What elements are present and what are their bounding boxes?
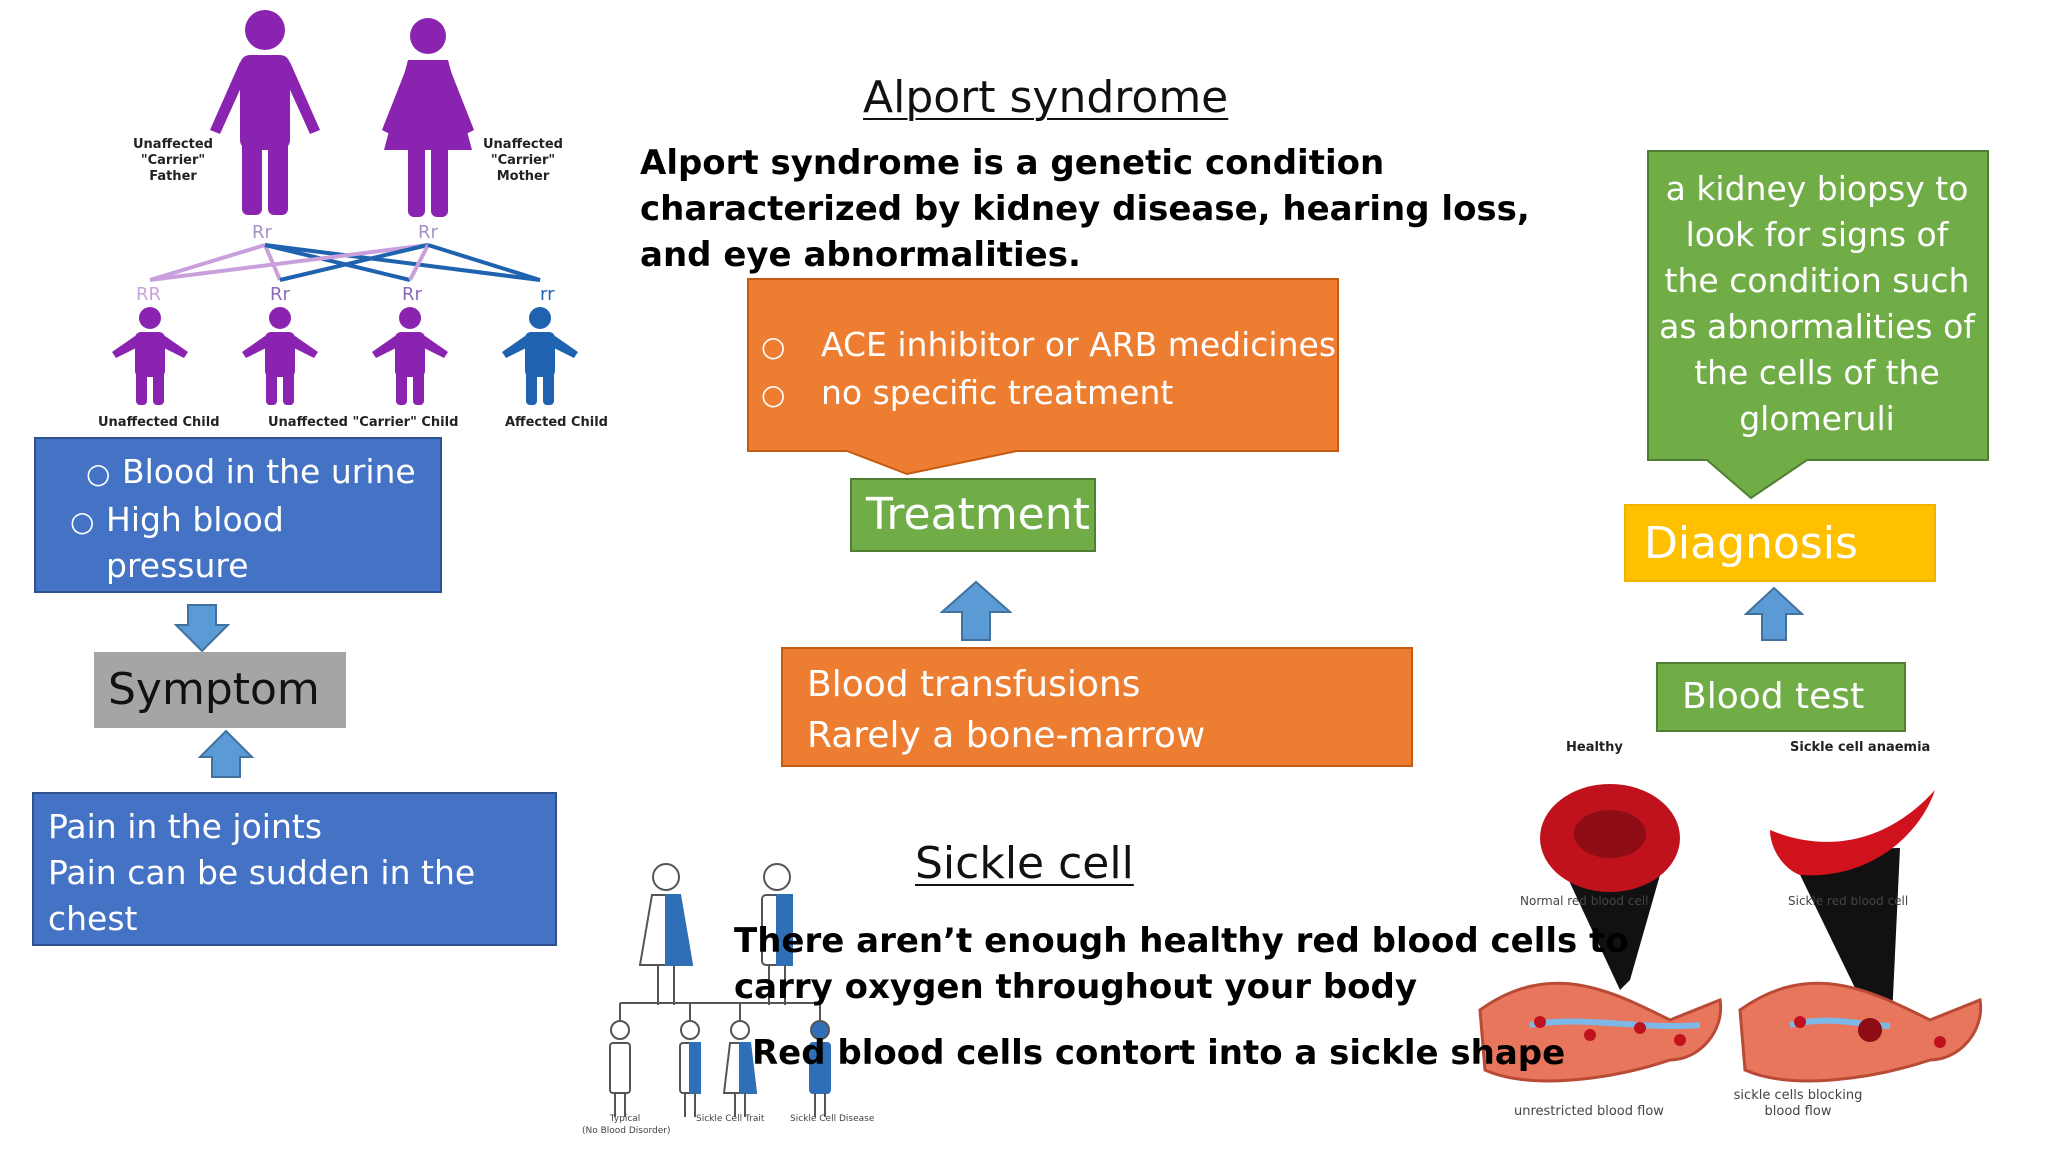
bullet-icon: ○ — [86, 457, 111, 490]
bullet-icon: ○ — [70, 505, 95, 538]
carrier-child-label: Unaffected "Carrier" Child — [268, 415, 459, 430]
parent-figure-icon — [638, 863, 694, 1005]
alport-pedigree-figure — [90, 0, 600, 435]
blocking-flow-label: sickle cells blocking blood flow — [1733, 1088, 1863, 1119]
child-genotype: rr — [540, 284, 555, 305]
affected-child-figure-icon — [809, 1020, 831, 1117]
arrow-up-icon — [1743, 586, 1805, 646]
alport-symptom-box: ○Blood in the urine ○High blood pressure… — [34, 437, 442, 631]
father-figure-icon — [210, 10, 320, 215]
unrestricted-flow-label: unrestricted blood flow — [1514, 1104, 1664, 1119]
diagnosis-callout: a kidney biopsy to look for signs of the… — [1647, 150, 1989, 500]
typical-label: Typical — [609, 1114, 641, 1124]
typical-sub-label: (No Blood Disorder) — [582, 1126, 671, 1136]
blood-vessel-icon — [1738, 981, 1983, 1083]
healthy-label: Healthy — [1566, 740, 1623, 755]
father-genotype: Rr — [252, 222, 272, 243]
normal-cell-label: Normal red blood cell — [1520, 894, 1649, 908]
symptom-item: ○High blood pressure — [70, 500, 284, 585]
treatment-callout: ○ACE inhibitor or ARB medicines ○no spec… — [747, 278, 1339, 476]
affected-child-figure-icon — [502, 307, 578, 405]
affected-child-label: Affected Child — [505, 415, 608, 430]
sickle-description: There aren’t enough healthy red blood ce… — [734, 921, 1629, 1007]
bullet-icon: ○ — [761, 330, 786, 363]
parent-figure-icon — [761, 863, 793, 1005]
child-genotype: Rr — [270, 284, 290, 305]
mother-label: Unaffected "Carrier" Mother — [483, 137, 563, 184]
child-genotype: RR — [136, 284, 162, 305]
sickle-treatment-line: Blood transfusions — [807, 664, 1141, 705]
arrow-up-icon — [939, 580, 1013, 646]
inheritance-lines — [149, 243, 541, 282]
sickle-title: Sickle cell — [915, 838, 1134, 889]
sickle-shape-text: Red blood cells contort into a sickle sh… — [752, 1033, 1566, 1073]
arrow-down-icon — [173, 603, 231, 657]
sickle-symptom-line: Pain can be sudden in the chest — [48, 853, 476, 938]
diagnosis-label: Diagnosis — [1624, 504, 1936, 582]
unaffected-child-label: Unaffected Child — [98, 415, 220, 430]
trait-label: Sickle Cell Trait — [696, 1114, 765, 1124]
sickle-treatment-box: Blood transfusions Rarely a bone-marrow … — [781, 647, 1413, 807]
sickle-cell-label: Sickle red blood cell — [1788, 894, 1909, 908]
treatment-item: ○ACE inhibitor or ARB medicines — [761, 322, 1336, 370]
symptom-extra: edema — [161, 592, 275, 631]
sickle-treatment-line: Rarely a bone-marrow transplant. — [807, 715, 1206, 807]
sickle-symptom-box: Pain in the joints Pain can be sudden in… — [32, 792, 557, 1030]
diagnosis-text: a kidney biopsy to look for signs of the… — [1659, 169, 1975, 438]
normal-red-blood-cell-icon — [1540, 784, 1680, 990]
child-figure-icon — [372, 307, 448, 405]
blood-vessel-illustration — [1470, 760, 2010, 1124]
child-genotype: Rr — [402, 284, 422, 305]
disease-label: Sickle Cell Disease — [790, 1114, 875, 1124]
child-figure-icon — [722, 1020, 758, 1117]
father-label: Unaffected "Carrier" Father — [133, 137, 213, 184]
child-figure-icon — [609, 1020, 631, 1117]
treatment-item: ○no specific treatment — [761, 370, 1336, 418]
sickle-symptom-line: fatigue, low oxygen in the body — [48, 945, 478, 1030]
child-figure-icon — [679, 1020, 701, 1117]
sickle-symptom-line: Pain in the joints — [48, 807, 323, 846]
symptom-item: ○Blood in the urine — [48, 449, 428, 497]
alport-description: Alport syndrome is a genetic condition c… — [640, 143, 1530, 275]
sickle-pedigree-figure — [580, 855, 880, 1144]
blood-vessel-icon — [1478, 981, 1723, 1083]
child-figure-icon — [112, 307, 188, 405]
child-figure-icon — [242, 307, 318, 405]
treatment-label: Treatment — [850, 478, 1096, 552]
blood-test-box: Blood test — [1656, 662, 1906, 732]
alport-title: Alport syndrome — [863, 72, 1229, 123]
mother-figure-icon — [382, 18, 474, 217]
symptom-label: Symptom — [94, 652, 346, 728]
mother-genotype: Rr — [418, 222, 438, 243]
sickle-anaemia-label: Sickle cell anaemia — [1790, 740, 1931, 755]
arrow-up-icon — [197, 729, 255, 783]
bullet-icon: ○ — [761, 378, 786, 411]
